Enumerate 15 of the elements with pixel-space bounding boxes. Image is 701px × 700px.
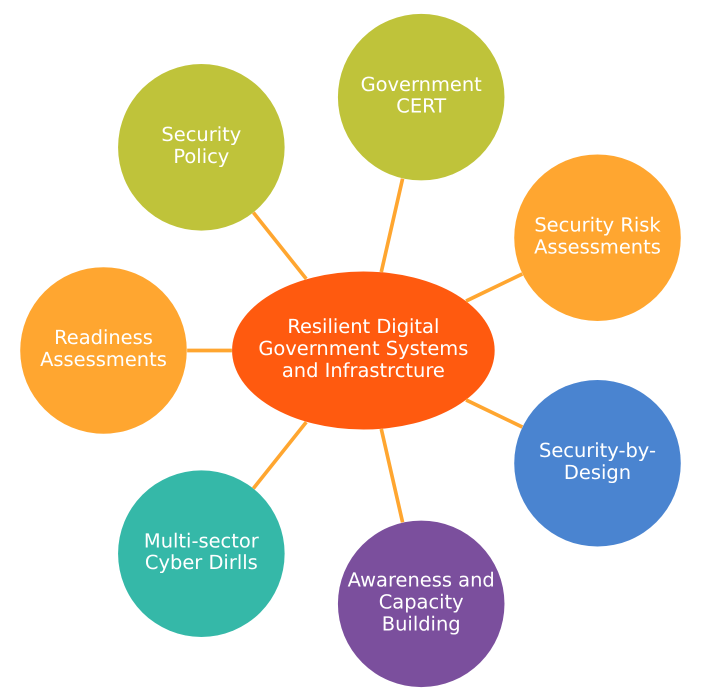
connector bbox=[465, 272, 524, 302]
node-circle: Security-by-Design bbox=[514, 379, 681, 546]
node-circle: Multi-sector Cyber Dirlls bbox=[118, 470, 285, 636]
connector bbox=[252, 420, 308, 490]
node-circle: Readiness Assessments bbox=[20, 266, 187, 434]
node-ellipse: Resilient Digital Government Systems and Infrastrcture bbox=[232, 270, 495, 430]
connector bbox=[465, 398, 524, 428]
node-circle: Security Policy bbox=[118, 64, 285, 230]
connector bbox=[380, 428, 404, 522]
connector bbox=[252, 210, 308, 280]
connector bbox=[380, 178, 404, 272]
node-circle: Security Risk Assessments bbox=[514, 154, 681, 321]
node-circle: Government CERT bbox=[338, 13, 504, 180]
node-circle: Awareness and Capacity Building bbox=[338, 520, 504, 687]
connector bbox=[187, 348, 232, 352]
